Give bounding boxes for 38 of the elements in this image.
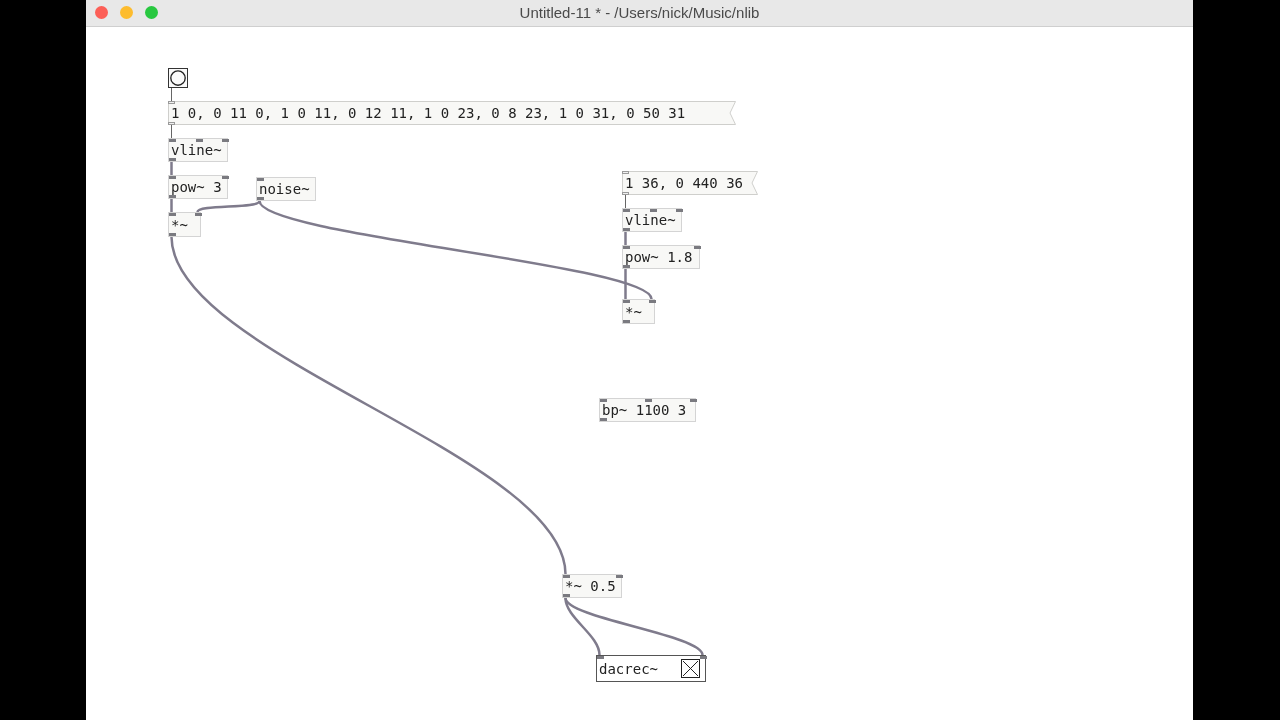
object-text: vline~ — [625, 213, 676, 227]
patch-cord — [625, 194, 626, 209]
object-text: noise~ — [259, 182, 310, 196]
object-box — [168, 138, 228, 162]
patch-cord — [196, 200, 261, 213]
object-text: *~ 0.5 — [565, 579, 616, 593]
patch-cord — [170, 236, 567, 575]
patch-cord — [564, 597, 601, 656]
window-title: Untitled-11 * - /Users/nick/Music/nlib — [519, 2, 760, 23]
object-text: 1 36, 0 440 36 — [625, 176, 743, 190]
patch-cord — [624, 232, 627, 245]
bang-button — [168, 68, 188, 88]
object-box — [599, 398, 696, 422]
object-text: *~ — [171, 217, 188, 232]
object-box — [622, 245, 700, 269]
object-text: *~ — [625, 304, 642, 319]
object-text: pow~ 3 — [171, 180, 222, 194]
object-text: bp~ 1100 3 — [602, 403, 687, 417]
object-box — [622, 299, 655, 324]
object-box — [596, 655, 706, 682]
object-text: dacrec~ — [599, 661, 658, 676]
object-box — [168, 175, 228, 199]
patch-cord — [564, 597, 704, 656]
object-text: 1 0, 0 11 0, 1 0 11, 0 12 11, 1 0 23, 0 8 23, 1 0 31, 0 50 31 — [171, 106, 686, 120]
object-text: vline~ — [171, 143, 222, 157]
patch-cord — [171, 87, 172, 102]
patch-cord — [258, 200, 653, 300]
message-box — [168, 101, 736, 125]
object-box — [622, 208, 682, 232]
patch-cord — [170, 162, 173, 175]
patch-cord — [171, 124, 172, 139]
patch-cord — [170, 199, 173, 212]
object-box — [168, 212, 201, 237]
patch-cord — [624, 269, 627, 299]
message-box — [622, 171, 758, 195]
object-box — [256, 177, 316, 201]
object-box — [562, 574, 622, 598]
object-text: pow~ 1.8 — [625, 250, 693, 264]
